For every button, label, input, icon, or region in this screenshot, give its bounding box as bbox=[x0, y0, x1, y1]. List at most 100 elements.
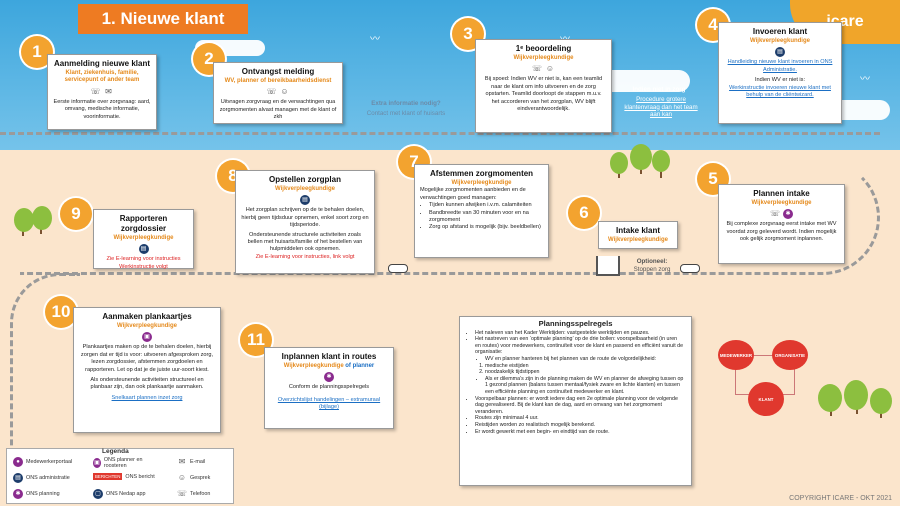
rule-subitem: Als er dilemma’s zijn in de planning mak… bbox=[485, 376, 684, 396]
planningsspelregels-panel: Planningsspelregels Het naleven van het … bbox=[459, 316, 692, 486]
handleiding-link[interactable]: Handleiding nieuwe klant invoeren in ONS… bbox=[727, 59, 833, 73]
extra-info-contact: Contact met klant of huisarts bbox=[366, 110, 446, 117]
tree-icon bbox=[14, 208, 34, 232]
rule-item: Het naleven van het Kader Werktijden: va… bbox=[475, 330, 684, 337]
step-title: Aanmelding nieuwe klant bbox=[53, 59, 150, 68]
list-item: Bandbreedte van 30 minuten voor en na zo… bbox=[429, 210, 543, 225]
step-intro: Mogelijke zorgmomenten aanbieden en de v… bbox=[420, 187, 526, 201]
rule-item: Voorspelbaar plannen: er wordt iedere da… bbox=[475, 396, 684, 416]
legend-title: Legenda bbox=[102, 448, 129, 455]
ons-planner-icon: ▣ bbox=[93, 458, 101, 468]
rule-subitem: WV en planner hanteren bij het plannen v… bbox=[485, 356, 684, 363]
berichten-icon: BERICHTEN bbox=[93, 473, 123, 480]
werkinstructie-link[interactable]: Werkinstructie invoeren nieuwe klant met… bbox=[729, 84, 831, 99]
tree-trunk bbox=[22, 228, 24, 236]
step-body: Bij complexe zorgvraag eerst intake met … bbox=[726, 221, 837, 243]
step-title: Inplannen klant in routes bbox=[281, 352, 377, 361]
step-body: Bij spoed: Indien WV er niet is, kan een… bbox=[484, 76, 603, 113]
step-role: Wijkverpleegkundige bbox=[751, 200, 812, 206]
tree-trunk bbox=[618, 170, 620, 178]
step-body: Plankaartjes maken op de te behalen doel… bbox=[80, 344, 214, 373]
page-title: 1. Nieuwe klant bbox=[78, 4, 248, 34]
step-body: Conform de planningsspelregels bbox=[288, 384, 370, 391]
tree-trunk bbox=[640, 166, 642, 174]
step-role: Wijkverpleegkundige bbox=[608, 237, 668, 243]
tree-icon bbox=[610, 152, 628, 174]
step-title: Invoeren klant bbox=[752, 27, 808, 36]
bird-icon: 〰 bbox=[370, 34, 380, 45]
conversation-icon: ☺ bbox=[177, 473, 187, 483]
step-body: Eerste informatie over zorgvraag: aard, … bbox=[53, 98, 151, 120]
elearning-note: Zie E-learning voor instructies, link vo… bbox=[255, 253, 355, 260]
rule-item: Routes zijn minimaal 4 uur. bbox=[475, 415, 684, 422]
step-card-4: Invoeren klant Wijkverpleegkundige ▤ Han… bbox=[718, 22, 842, 124]
step-card-1: Aanmelding nieuwe klant Klant, ziekenhui… bbox=[47, 54, 157, 130]
step-title: Afstemmen zorgmomenten bbox=[429, 169, 534, 178]
legend-item: ☺Gesprek bbox=[177, 473, 211, 483]
phone-icon: ☏ bbox=[90, 86, 101, 97]
phone-icon: ☏ bbox=[177, 489, 188, 499]
step-role: Wijkverpleegkundige bbox=[117, 323, 177, 329]
rule-subitem: medische eistijden bbox=[485, 363, 684, 370]
road-curve-left bbox=[10, 273, 80, 473]
step-card-2: Ontvangst melding WV, planner of bereikb… bbox=[213, 62, 343, 124]
phone-icon: ☏ bbox=[770, 209, 781, 220]
conversation-icon: ☺ bbox=[545, 64, 555, 75]
ons-administratie-icon: ▤ bbox=[300, 195, 310, 206]
car-icon bbox=[388, 264, 408, 273]
legend-item: ▣ONS planner en roosteren bbox=[93, 457, 143, 469]
tree-icon bbox=[844, 380, 868, 410]
procedure-link[interactable]: Procedure grotere klantenvraag dan het t… bbox=[624, 96, 698, 119]
step-body: Uitvragen zorgvraag en de verwachtingen … bbox=[219, 99, 337, 121]
bird-icon: 〰 bbox=[860, 74, 870, 85]
ons-planning-icon: ✱ bbox=[324, 372, 334, 383]
nedap-app-icon: ▢ bbox=[93, 489, 103, 499]
step-body: Indien WV er niet is: bbox=[754, 77, 806, 84]
tree-icon bbox=[630, 144, 652, 170]
werkinstructie-note: Werkinstructie volgt bbox=[119, 263, 168, 270]
elearning-note: Zie E-learning voor instructies bbox=[106, 256, 181, 263]
step-title: 1ᵉ beoordeling bbox=[515, 44, 572, 53]
step-number-6: 6 bbox=[568, 197, 600, 229]
tree-trunk bbox=[880, 410, 882, 418]
step-body: Het zorgplan schrijven op de te behalen … bbox=[241, 207, 369, 229]
email-icon: ✉ bbox=[103, 86, 114, 97]
ons-planning-icon: ✱ bbox=[13, 489, 23, 499]
step-role: Wijkverpleegkundige bbox=[275, 186, 335, 192]
bubble-organisatie: ORGANISATIE bbox=[772, 340, 808, 370]
ons-administratie-icon: ▤ bbox=[13, 473, 23, 483]
step-role: Wijkverpleegkundige bbox=[113, 235, 174, 241]
rule-item: Reistijden worden zo realistisch mogelij… bbox=[475, 422, 684, 429]
step-title: Opstellen zorgplan bbox=[268, 175, 341, 184]
rule-subitem: noodzakelijk tijdstippen bbox=[485, 369, 684, 376]
tree-icon bbox=[32, 206, 52, 230]
tree-trunk bbox=[856, 406, 858, 414]
legend: Legenda ●Medewerkerportaal ▤ONS administ… bbox=[6, 448, 234, 504]
panel-title: Planningsspelregels bbox=[538, 319, 613, 328]
bubble-medewerker: MEDEWERKER bbox=[718, 340, 754, 370]
legend-item: ☏Telefoon bbox=[177, 489, 211, 499]
tree-icon bbox=[818, 384, 842, 412]
tree-trunk bbox=[660, 170, 662, 178]
snelkaart-link[interactable]: Snelkaart plannen inzet zorg bbox=[111, 394, 183, 401]
step-card-3: 1ᵉ beoordeling Wijkverpleegkundige ☏☺ Bi… bbox=[475, 39, 612, 133]
step-role: Wijkverpleegkundige bbox=[750, 38, 810, 44]
road-top bbox=[0, 132, 880, 135]
legend-item: ✉E-mail bbox=[177, 457, 206, 467]
list-item: Tijden kunnen afwijken i.v.m. calamiteit… bbox=[429, 202, 543, 209]
car-icon bbox=[680, 264, 700, 273]
step-card-10: Aanmaken plankaartjes Wijkverpleegkundig… bbox=[73, 307, 221, 433]
step-title: Rapporteren zorgdossier bbox=[119, 214, 168, 233]
step-role: WV, planner of bereikbaarheidsdienst bbox=[224, 78, 332, 84]
phone-icon: ☏ bbox=[532, 64, 543, 75]
step-title: Intake klant bbox=[615, 226, 660, 235]
step-card-5: Plannen intake Wijkverpleegkundige ☏✱ Bi… bbox=[718, 184, 845, 264]
step-card-8: Opstellen zorgplan Wijkverpleegkundige ▤… bbox=[235, 170, 375, 274]
overzichtslijst-link[interactable]: Overzichtslijst handelingen – extramuraa… bbox=[277, 396, 381, 411]
legend-item: ▤ONS administratie bbox=[13, 473, 70, 483]
copyright: COPYRIGHT ICARE - OKT 2021 bbox=[789, 495, 892, 502]
step-role-planner: of planner bbox=[345, 363, 375, 369]
step-card-7: Afstemmen zorgmomenten Wijkverpleegkundi… bbox=[414, 164, 549, 258]
cloud bbox=[600, 70, 690, 92]
step-card-6: Intake klant Wijkverpleegkundige bbox=[598, 221, 678, 249]
